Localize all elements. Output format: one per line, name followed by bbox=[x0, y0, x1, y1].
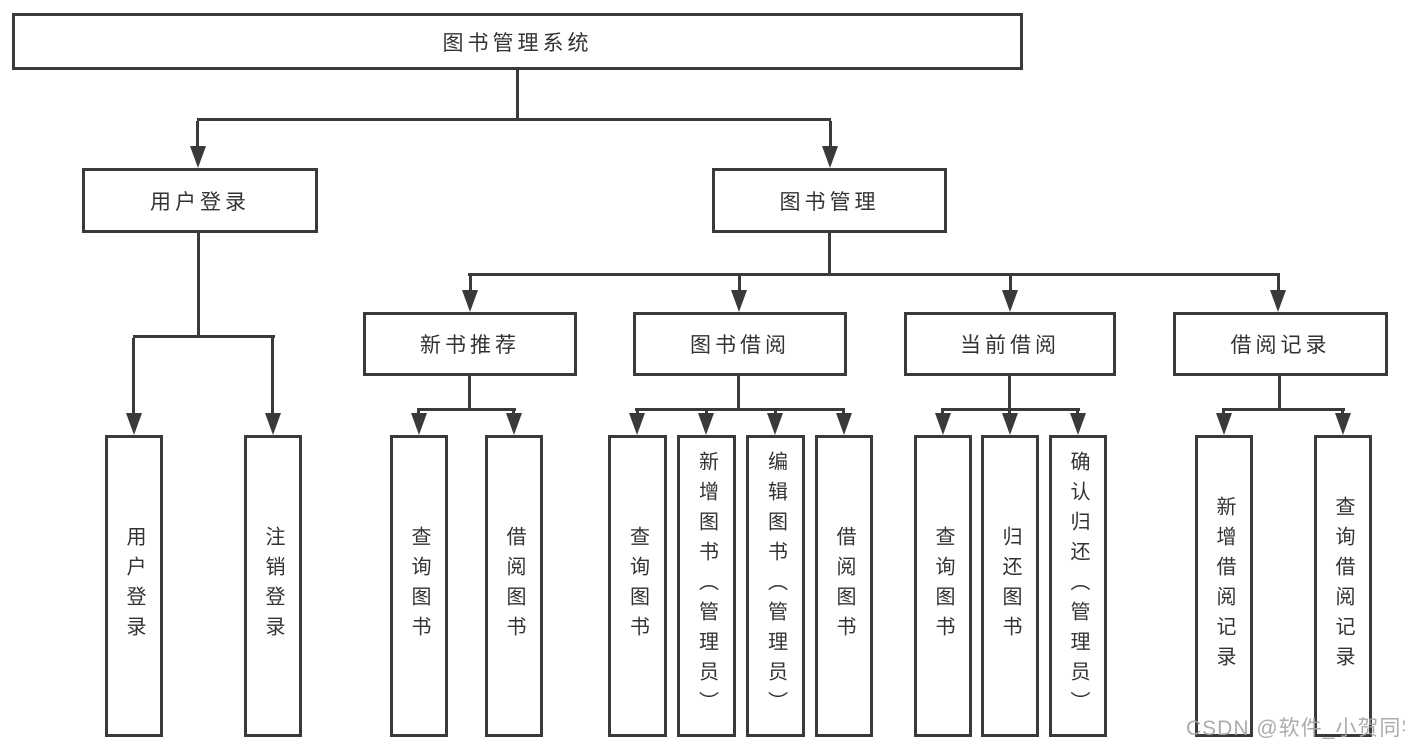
node-user-login-label: 用户登录 bbox=[150, 190, 250, 214]
leaf-confirm-return-admin: 确认归还（管理员） bbox=[1049, 435, 1107, 737]
arrow-down-icon bbox=[731, 290, 747, 312]
leaf-user-login-label: 用户登录 bbox=[123, 526, 145, 646]
arrow-down-icon bbox=[698, 413, 714, 435]
leaf-query-books-borrow: 查询图书 bbox=[608, 435, 667, 737]
connector-line bbox=[469, 276, 472, 292]
leaf-query-books-recommend: 查询图书 bbox=[390, 435, 448, 737]
arrow-down-icon bbox=[411, 413, 427, 435]
leaf-return-books: 归还图书 bbox=[981, 435, 1039, 737]
leaf-add-borrow-record: 新增借阅记录 bbox=[1195, 435, 1253, 737]
leaf-add-borrow-record-label: 新增借阅记录 bbox=[1213, 496, 1235, 676]
arrow-down-icon bbox=[822, 146, 838, 168]
leaf-add-books-admin-label: 新增图书（管理员） bbox=[695, 451, 718, 721]
arrow-down-icon bbox=[190, 146, 206, 168]
arrow-down-icon bbox=[1070, 413, 1086, 435]
node-book-borrow-label: 图书借阅 bbox=[690, 334, 790, 357]
node-root-system: 图书管理系统 bbox=[12, 13, 1023, 70]
arrow-down-icon bbox=[935, 413, 951, 435]
connector-line bbox=[1008, 376, 1011, 408]
leaf-borrow-books-recommend-label: 借阅图书 bbox=[503, 526, 525, 646]
arrow-down-icon bbox=[629, 413, 645, 435]
connector-line bbox=[197, 233, 200, 335]
leaf-user-login: 用户登录 bbox=[105, 435, 163, 737]
connector-line bbox=[738, 276, 741, 292]
leaf-edit-books-admin: 编辑图书（管理员） bbox=[746, 435, 805, 737]
leaf-return-books-label: 归还图书 bbox=[999, 526, 1021, 646]
leaf-query-books-borrow-label: 查询图书 bbox=[626, 526, 649, 646]
connector-line bbox=[516, 70, 519, 118]
node-book-borrow: 图书借阅 bbox=[633, 312, 847, 376]
arrow-down-icon bbox=[1002, 290, 1018, 312]
leaf-borrow-books: 借阅图书 bbox=[815, 435, 873, 737]
connector-line bbox=[418, 408, 516, 411]
node-new-book-recommend-label: 新书推荐 bbox=[420, 334, 520, 357]
leaf-query-books-current-label: 查询图书 bbox=[932, 526, 954, 646]
connector-line bbox=[1222, 408, 1345, 411]
csdn-watermark: CSDN @软件_小贺同学 bbox=[1186, 717, 1405, 740]
arrow-down-icon bbox=[1002, 413, 1018, 435]
node-new-book-recommend: 新书推荐 bbox=[363, 312, 577, 376]
connector-line bbox=[828, 233, 831, 273]
connector-line bbox=[635, 408, 844, 411]
connector-line bbox=[271, 338, 274, 415]
connector-line bbox=[1009, 276, 1012, 292]
connector-line bbox=[133, 335, 275, 338]
leaf-query-borrow-record-label: 查询借阅记录 bbox=[1332, 496, 1354, 676]
node-book-management: 图书管理 bbox=[712, 168, 947, 233]
connector-line bbox=[468, 273, 1280, 276]
leaf-logout-label: 注销登录 bbox=[262, 526, 284, 646]
arrow-down-icon bbox=[462, 290, 478, 312]
leaf-add-books-admin: 新增图书（管理员） bbox=[677, 435, 736, 737]
connector-line bbox=[468, 376, 471, 408]
arrow-down-icon bbox=[126, 413, 142, 435]
leaf-borrow-books-recommend: 借阅图书 bbox=[485, 435, 543, 737]
connector-line bbox=[1277, 276, 1280, 292]
arrow-down-icon bbox=[1270, 290, 1286, 312]
node-user-login: 用户登录 bbox=[82, 168, 318, 233]
leaf-logout: 注销登录 bbox=[244, 435, 302, 737]
arrow-down-icon bbox=[265, 413, 281, 435]
node-book-management-label: 图书管理 bbox=[779, 190, 880, 214]
arrow-down-icon bbox=[836, 413, 852, 435]
node-root-label: 图书管理系统 bbox=[442, 31, 593, 55]
arrow-down-icon bbox=[506, 413, 522, 435]
connector-line bbox=[132, 338, 135, 415]
leaf-query-books-current: 查询图书 bbox=[914, 435, 972, 737]
leaf-query-borrow-record: 查询借阅记录 bbox=[1314, 435, 1372, 737]
connector-line bbox=[737, 376, 740, 408]
connector-line bbox=[829, 121, 832, 148]
node-borrow-records-label: 借阅记录 bbox=[1230, 334, 1331, 357]
leaf-confirm-return-admin-label: 确认归还（管理员） bbox=[1067, 451, 1089, 721]
arrow-down-icon bbox=[1216, 413, 1232, 435]
arrow-down-icon bbox=[767, 413, 783, 435]
leaf-query-books-recommend-label: 查询图书 bbox=[408, 526, 430, 646]
node-borrow-records: 借阅记录 bbox=[1173, 312, 1388, 376]
connector-line bbox=[196, 121, 199, 148]
leaf-borrow-books-label: 借阅图书 bbox=[833, 526, 855, 646]
connector-line bbox=[1278, 376, 1281, 408]
node-current-borrow: 当前借阅 bbox=[904, 312, 1116, 376]
connector-line bbox=[197, 118, 831, 121]
leaf-edit-books-admin-label: 编辑图书（管理员） bbox=[764, 451, 787, 721]
node-current-borrow-label: 当前借阅 bbox=[960, 334, 1060, 357]
arrow-down-icon bbox=[1335, 413, 1351, 435]
